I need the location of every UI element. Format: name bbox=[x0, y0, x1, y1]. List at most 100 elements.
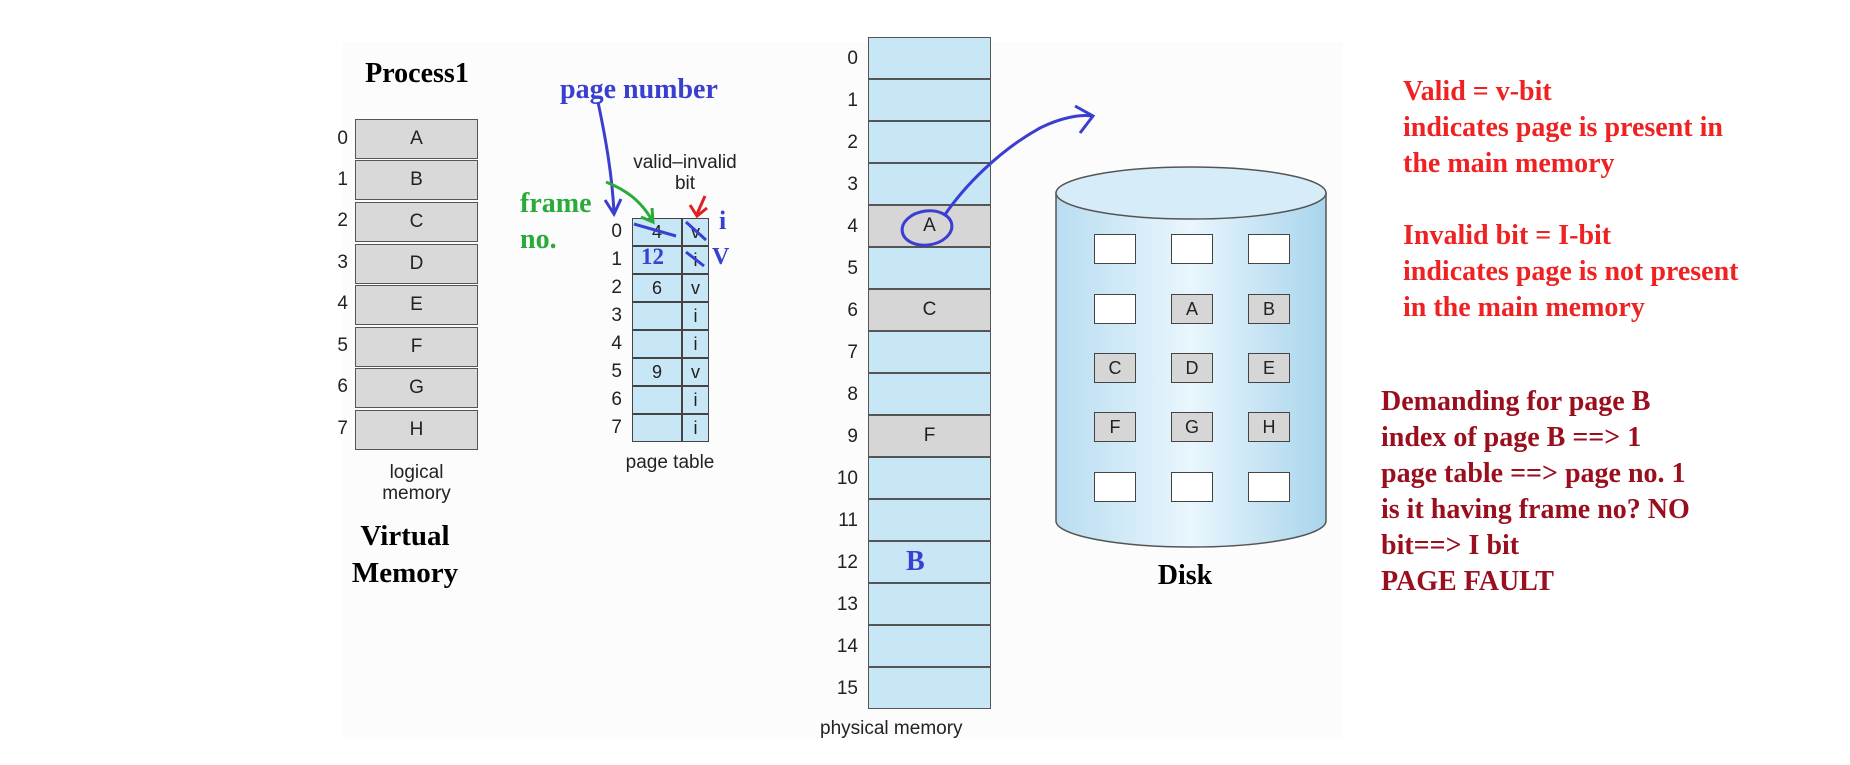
lm-index: 0 bbox=[337, 128, 348, 149]
valid-bit-arrowhead bbox=[688, 204, 708, 219]
frame-a-circle bbox=[900, 209, 954, 247]
pm-index: 4 bbox=[847, 216, 858, 237]
pt-index: 4 bbox=[611, 333, 622, 354]
logical-memory-label-line1: logical bbox=[389, 462, 444, 483]
virtual-memory-line2: Memory bbox=[351, 557, 459, 589]
logical-page-cell: E bbox=[355, 285, 478, 325]
disk-block: F bbox=[1094, 412, 1136, 442]
page-number-arrowhead bbox=[603, 198, 623, 218]
invalid-bit-note: Invalid bit = I-bit indicates page is no… bbox=[1403, 218, 1739, 326]
pm-frame-cell bbox=[868, 121, 991, 163]
pm-frame-cell: C bbox=[868, 289, 991, 331]
lm-index: 4 bbox=[337, 293, 348, 314]
pm-index: 0 bbox=[847, 48, 858, 69]
virtual-memory-line1: Virtual bbox=[360, 520, 450, 552]
pm-frame-cell bbox=[868, 37, 991, 79]
pm-index: 11 bbox=[838, 510, 858, 531]
page-number-annotation: page number bbox=[560, 74, 718, 105]
pm-frame-cell bbox=[868, 247, 991, 289]
pt-index: 0 bbox=[611, 221, 622, 242]
logical-page-cell: F bbox=[355, 327, 478, 367]
lm-index: 2 bbox=[337, 210, 348, 231]
lm-index: 1 bbox=[337, 169, 348, 190]
valid-invalid-line1: valid–invalid bbox=[633, 152, 737, 173]
note-line: indicates page is present in bbox=[1403, 112, 1723, 143]
pt-frame-cell: 9 bbox=[632, 358, 682, 386]
lm-index: 5 bbox=[337, 335, 348, 356]
frame-no-line1: frame bbox=[520, 188, 592, 219]
note-line: page table ==> page no. 1 bbox=[1381, 458, 1686, 489]
swap-out-arrowhead bbox=[1074, 104, 1096, 134]
lm-index: 3 bbox=[337, 252, 348, 273]
swap-out-arrow bbox=[942, 114, 1093, 217]
pt-frame-cell bbox=[632, 246, 682, 274]
pm-index: 12 bbox=[836, 552, 858, 573]
bit-i-annotation: i bbox=[719, 206, 727, 235]
pm-frame-cell: F bbox=[868, 415, 991, 457]
pt-bit-cell: i bbox=[682, 302, 709, 330]
page-number-arrow bbox=[596, 101, 616, 213]
note-line: in the main memory bbox=[1403, 292, 1645, 323]
pm-index: 2 bbox=[847, 132, 858, 153]
pt-index: 1 bbox=[611, 249, 622, 270]
pt-bit-cell: v bbox=[682, 358, 709, 386]
pt-bit-cell: v bbox=[682, 274, 709, 302]
lm-index: 6 bbox=[337, 376, 348, 397]
note-line: indicates page is not present bbox=[1403, 256, 1739, 287]
disk-label: Disk bbox=[1157, 560, 1213, 591]
disk-block: B bbox=[1248, 294, 1290, 324]
pm-frame-cell bbox=[868, 457, 991, 499]
pm-index: 8 bbox=[847, 384, 858, 405]
logical-page-cell: B bbox=[355, 160, 478, 200]
pt-bit-cell: i bbox=[682, 330, 709, 358]
disk-block bbox=[1094, 294, 1136, 324]
valid-invalid-label: valid–invalid bit bbox=[610, 152, 760, 194]
disk-block bbox=[1094, 234, 1136, 264]
pt-frame-cell bbox=[632, 302, 682, 330]
logical-memory-label-line2: memory bbox=[382, 483, 451, 504]
pm-frame-cell bbox=[868, 79, 991, 121]
valid-bit-note: Valid = v-bit indicates page is present … bbox=[1403, 74, 1723, 182]
pm-index: 3 bbox=[847, 174, 858, 195]
logical-page-cell: G bbox=[355, 368, 478, 408]
pt-bit-cell: i bbox=[682, 386, 709, 414]
pm-index: 9 bbox=[847, 426, 858, 447]
pm-frame-cell bbox=[868, 541, 991, 583]
pm-frame-cell bbox=[868, 583, 991, 625]
note-line: Invalid bit = I-bit bbox=[1403, 220, 1612, 251]
logical-page-cell: A bbox=[355, 119, 478, 159]
pm-index: 10 bbox=[836, 468, 858, 489]
pt-index: 7 bbox=[611, 417, 622, 438]
pm-index: 13 bbox=[836, 594, 858, 615]
note-line: is it having frame no? NO bbox=[1381, 494, 1690, 525]
pm-index: 7 bbox=[847, 342, 858, 363]
logical-page-cell: D bbox=[355, 244, 478, 284]
page-b-annotation: B bbox=[906, 546, 925, 577]
disk-block: G bbox=[1171, 412, 1213, 442]
pt-frame-cell bbox=[632, 386, 682, 414]
note-line: Demanding for page B bbox=[1381, 386, 1651, 417]
note-line: bit==> I bit bbox=[1381, 530, 1520, 561]
pm-index: 6 bbox=[847, 300, 858, 321]
pm-index: 5 bbox=[847, 258, 858, 279]
pm-frame-cell bbox=[868, 373, 991, 415]
frame-no-line2: no. bbox=[520, 224, 557, 255]
page-fault-note: Demanding for page B index of page B ==>… bbox=[1381, 384, 1690, 600]
pt-index: 2 bbox=[611, 277, 622, 298]
logical-page-cell: H bbox=[355, 410, 478, 450]
physical-memory-label: physical memory bbox=[820, 718, 963, 739]
pt-frame-cell bbox=[632, 330, 682, 358]
pt-index: 3 bbox=[611, 305, 622, 326]
pm-index: 1 bbox=[847, 90, 858, 111]
pm-frame-cell bbox=[868, 667, 991, 709]
disk-block bbox=[1171, 234, 1213, 264]
page-table-label: page table bbox=[625, 452, 715, 473]
disk-block bbox=[1171, 472, 1213, 502]
disk-block bbox=[1094, 472, 1136, 502]
pt-bit-cell: i bbox=[682, 414, 709, 442]
bit-v-strike bbox=[684, 220, 708, 242]
lm-index: 7 bbox=[337, 418, 348, 439]
bit-i-strike bbox=[685, 250, 705, 268]
disk-block bbox=[1248, 472, 1290, 502]
